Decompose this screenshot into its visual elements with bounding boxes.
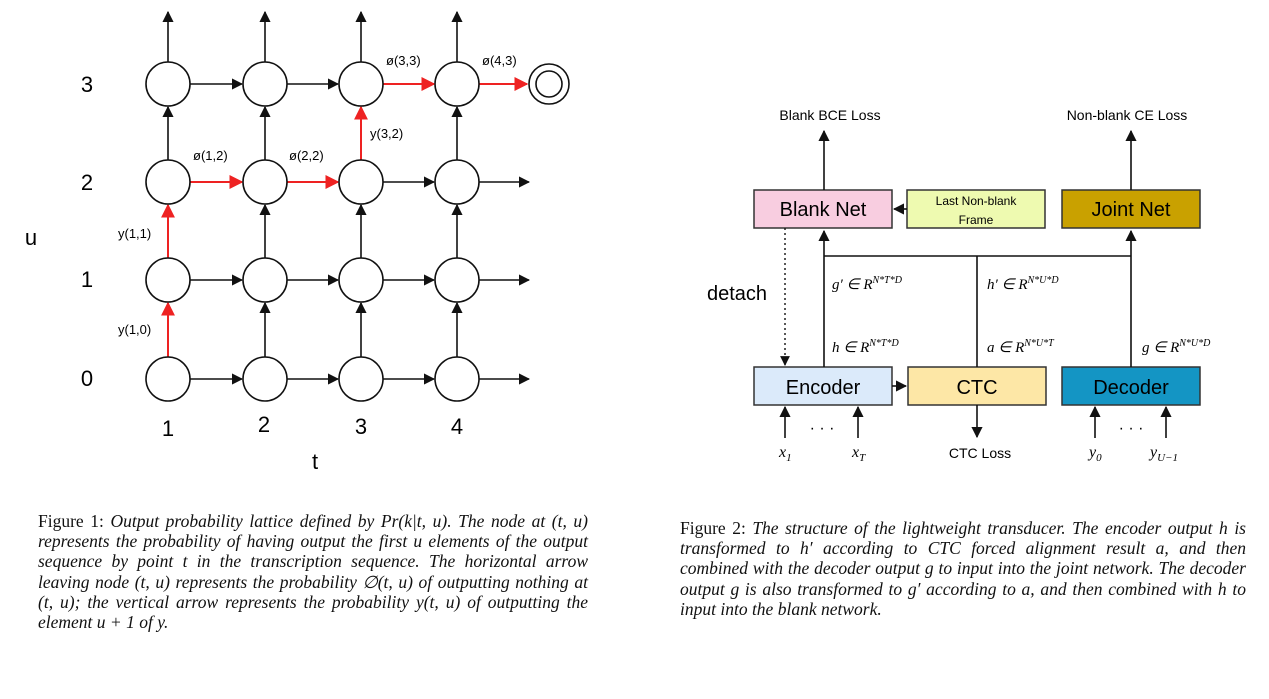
- t-axis-label: t: [312, 449, 318, 474]
- lattice-node-2-1: [242, 257, 288, 303]
- last-nonblank-label-2: Frame: [959, 213, 994, 227]
- lattice-node-4-1: [434, 257, 480, 303]
- ctc-box: CTC: [907, 366, 1047, 406]
- lattice-node-3-3: [338, 61, 384, 107]
- final-state-node: [528, 63, 570, 105]
- u-tick-0: 0: [81, 366, 93, 391]
- a-label: a ∈ RN*U*T: [987, 338, 1055, 356]
- lattice-node-4-3: [434, 61, 480, 107]
- decoder-box: Decoder: [1061, 366, 1201, 406]
- lattice-node-2-0: [242, 356, 288, 402]
- ctc-label: CTC: [956, 377, 997, 399]
- lattice-node-2-2: [242, 159, 288, 205]
- t-tick-3: 3: [355, 414, 367, 439]
- blank-net-label: Blank Net: [780, 199, 867, 221]
- lattice-diagram: 3 2 1 0 u 1 2 3 4 t y(1,0) y(1,1) ø(1,2)…: [25, 10, 570, 474]
- ctc-loss-label: CTC Loss: [949, 445, 1011, 461]
- lattice-node-3-1: [338, 257, 384, 303]
- u-tick-3: 3: [81, 72, 93, 97]
- h-prime-label: h′ ∈ RN*U*D: [987, 275, 1059, 293]
- g-prime-label: g′ ∈ RN*T*D: [832, 275, 903, 293]
- lattice-node-1-0: [145, 356, 191, 402]
- decoder-input-dots: · · ·: [1119, 420, 1144, 437]
- last-nonblank-label-1: Last Non-blank: [936, 194, 1018, 208]
- lattice-node-4-0: [434, 356, 480, 402]
- input-x1: x1: [778, 444, 792, 464]
- decoder-label: Decoder: [1093, 377, 1169, 399]
- encoder-input-dots: · · ·: [810, 420, 835, 437]
- input-xT: xT: [851, 444, 866, 464]
- input-y0: y0: [1087, 444, 1102, 464]
- u-tick-1: 1: [81, 267, 93, 292]
- lattice-node-3-0: [338, 356, 384, 402]
- lattice-edges: [161, 10, 531, 385]
- encoder-box: Encoder: [753, 366, 893, 406]
- lattice-node-3-2: [338, 159, 384, 205]
- lattice-nodes: [145, 61, 480, 402]
- joint-net-box: Joint Net: [1061, 189, 1201, 229]
- nonblank-ce-loss-label: Non-blank CE Loss: [1067, 107, 1188, 123]
- figure1-caption-text: Output probability lattice defined by Pr…: [38, 511, 588, 633]
- u-axis-label: u: [25, 225, 37, 250]
- blank-bce-loss-label: Blank BCE Loss: [779, 107, 880, 123]
- h-label: h ∈ RN*T*D: [832, 338, 899, 356]
- u-tick-2: 2: [81, 170, 93, 195]
- lattice-node-4-2: [434, 159, 480, 205]
- label-y-1-0: y(1,0): [118, 322, 151, 337]
- architecture-diagram: Blank BCE Loss Non-blank CE Loss CTC Los…: [707, 107, 1211, 464]
- label-y-1-1: y(1,1): [118, 226, 151, 241]
- figure1-caption-label: Figure 1:: [38, 511, 104, 531]
- figure1-caption: Figure 1: Output probability lattice def…: [38, 511, 588, 632]
- lattice-node-2-3: [242, 61, 288, 107]
- encoder-label: Encoder: [786, 377, 861, 399]
- label-blank-2-2: ø(2,2): [289, 148, 324, 163]
- figure2-caption: Figure 2: The structure of the lightweig…: [680, 518, 1246, 619]
- figure2-caption-text: The structure of the lightweight transdu…: [680, 518, 1246, 619]
- lattice-node-1-1: [145, 257, 191, 303]
- g-label: g ∈ RN*U*D: [1142, 338, 1211, 356]
- detach-label: detach: [707, 283, 767, 305]
- lattice-node-1-2: [145, 159, 191, 205]
- blank-net-box: Blank Net: [753, 189, 893, 229]
- label-y-3-2: y(3,2): [370, 126, 403, 141]
- input-yU: yU−1: [1148, 444, 1178, 464]
- t-tick-4: 4: [451, 414, 463, 439]
- t-tick-2: 2: [258, 412, 270, 437]
- label-blank-1-2: ø(1,2): [193, 148, 228, 163]
- label-blank-4-3: ø(4,3): [482, 53, 517, 68]
- t-tick-1: 1: [162, 416, 174, 441]
- last-nonblank-frame-box: Last Non-blank Frame: [906, 189, 1046, 229]
- joint-net-label: Joint Net: [1092, 199, 1171, 221]
- figure2-caption-label: Figure 2:: [680, 518, 746, 538]
- label-blank-3-3: ø(3,3): [386, 53, 421, 68]
- lattice-node-1-3: [145, 61, 191, 107]
